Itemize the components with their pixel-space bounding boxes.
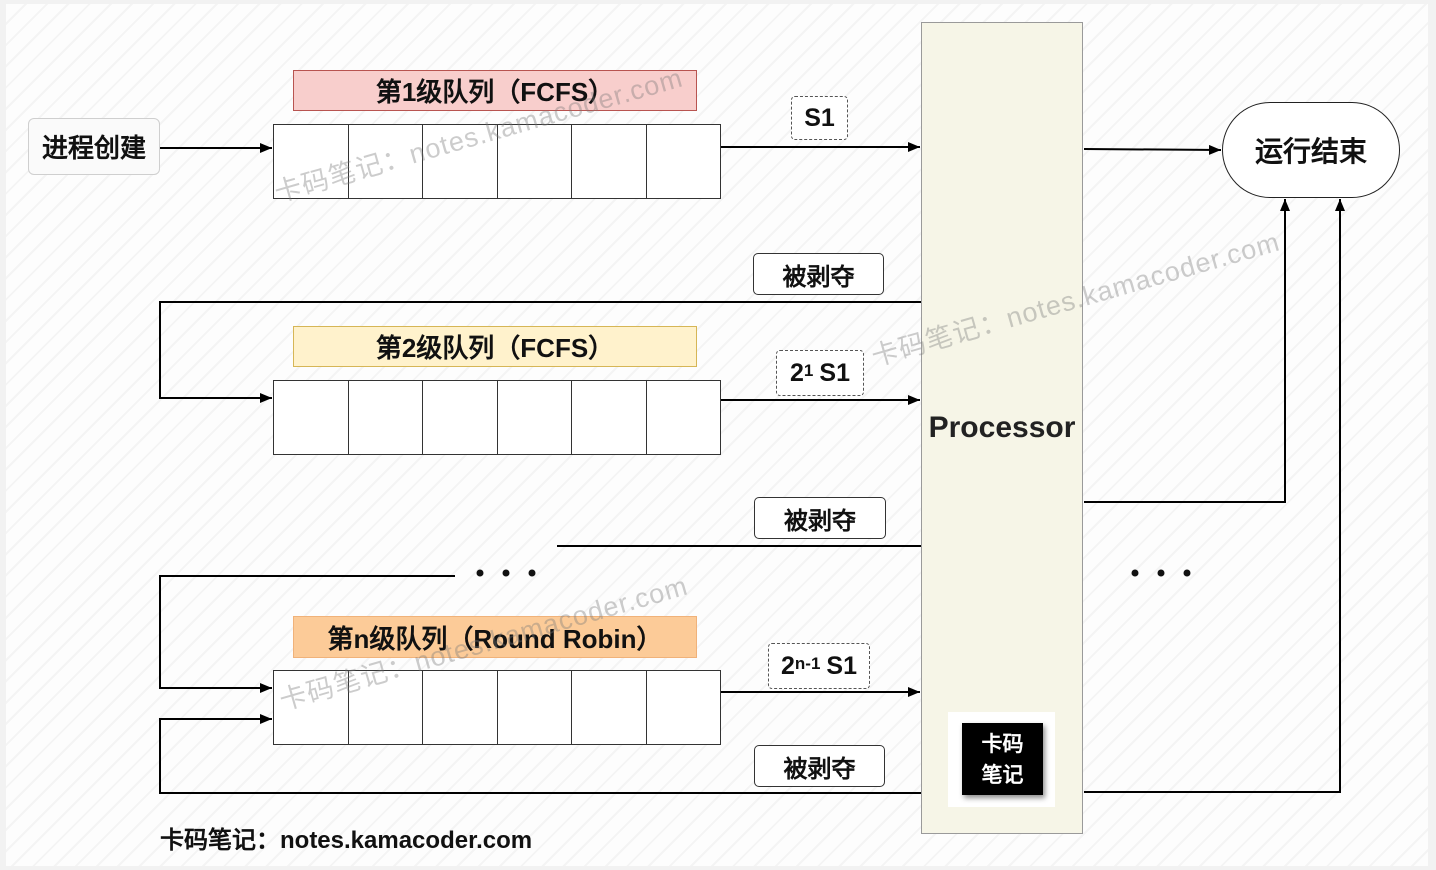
queue-slot: [498, 671, 572, 744]
preempted-text: 被剥夺: [782, 263, 855, 291]
feedback-line-to-queuen: [159, 575, 455, 693]
time-slice-coefficient: 2: [790, 358, 804, 387]
preempted-label-3: 被剥夺: [754, 745, 885, 787]
queue1-time-slice: S1: [791, 96, 848, 140]
queue2-slots: [273, 380, 721, 455]
logo-line2: 笔记: [981, 762, 1024, 787]
process-create-node: 进程创建: [28, 118, 160, 175]
run-finished-label: 运行结束: [1254, 136, 1367, 167]
queue-slot: [572, 671, 647, 744]
time-slice-unit: S1: [826, 651, 857, 680]
processor-block: [921, 22, 1083, 834]
process-create-label: 进程创建: [41, 133, 146, 163]
arrow-processor-to-end: [1083, 144, 1222, 155]
feedback-line-to-queue2: [159, 301, 922, 403]
footer-credit: 卡码笔记：notes.kamacoder.com: [160, 827, 533, 854]
queue-slot: [647, 671, 721, 744]
processor-label: Processor: [928, 411, 1076, 444]
queue-slot: [498, 125, 572, 198]
queue1-title: 第1级队列（FCFS）: [293, 70, 697, 111]
queuen-title: 第n级队列（Round Robin）: [293, 616, 697, 658]
arrow-processor-to-end-2: [1084, 199, 1290, 503]
queue-slot: [498, 381, 572, 454]
ellipsis-dots-left: [476, 569, 536, 577]
queue-slot: [274, 671, 349, 744]
queue1-slots: [273, 124, 721, 199]
queue-slot: [572, 381, 647, 454]
queue-slot: [349, 125, 423, 198]
logo-line1: 卡码: [981, 731, 1024, 756]
queue-slot: [572, 125, 647, 198]
queue-slot: [423, 671, 498, 744]
time-slice-unit: S1: [804, 103, 835, 132]
preempted-text: 被剥夺: [783, 755, 856, 783]
time-slice-unit: S1: [819, 358, 850, 387]
arrow-processor-to-end-n: [1084, 199, 1345, 793]
queue-slot: [423, 381, 498, 454]
queue-slot: [274, 381, 349, 454]
time-slice-exponent: n-1: [794, 654, 821, 673]
queue-slot: [349, 381, 423, 454]
queue2-title: 第2级队列（FCFS）: [293, 326, 697, 367]
kamacoder-logo: 卡码 笔记: [962, 723, 1043, 795]
feedback-line-loop-queuen: [159, 714, 922, 794]
queue-slot: [647, 125, 721, 198]
time-slice-coefficient: 2: [781, 651, 795, 680]
time-slice-exponent: 1: [803, 361, 814, 380]
preempted-label-2: 被剥夺: [754, 497, 886, 539]
preempted-label-1: 被剥夺: [753, 253, 884, 295]
queue1-title-text: 第1级队列（FCFS）: [375, 77, 615, 107]
queue2-title-text: 第2级队列（FCFS）: [375, 333, 615, 363]
queue-slot: [274, 125, 349, 198]
queuen-title-text: 第n级队列（Round Robin）: [327, 623, 663, 654]
run-finished-node: 运行结束: [1222, 102, 1400, 198]
preempted-text: 被剥夺: [784, 507, 856, 535]
queuen-slots: [273, 670, 721, 745]
queue-slot: [423, 125, 498, 198]
queue-slot: [647, 381, 721, 454]
queue-slot: [349, 671, 423, 744]
ellipsis-dots-right: [1131, 569, 1191, 577]
